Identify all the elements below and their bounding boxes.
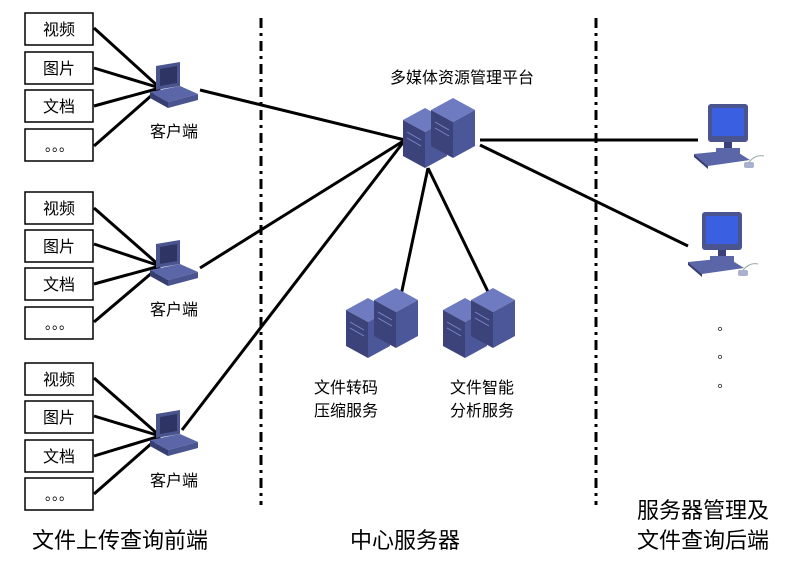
client-label-2: 客户端 bbox=[150, 300, 198, 319]
file-box-image-label: 图片 bbox=[43, 408, 75, 427]
file-box-more-label: 。。。 bbox=[45, 488, 73, 504]
transcode-label-line1: 文件转码 bbox=[314, 378, 378, 397]
file-box-more-label: 。。。 bbox=[45, 139, 73, 155]
file-box-more-label: 。。。 bbox=[45, 317, 73, 333]
transcode-label-line2: 压缩服务 bbox=[314, 401, 378, 420]
ellipsis-dot-3: 。 bbox=[717, 376, 730, 391]
section-left-label: 文件上传查询前端 bbox=[32, 529, 208, 554]
file-box-doc bbox=[24, 267, 94, 301]
file-group-2: 视频 图片 文档 。。。 bbox=[24, 191, 94, 340]
platform-label: 多媒体资源管理平台 bbox=[390, 68, 534, 87]
file-box-video-label: 视频 bbox=[43, 20, 75, 39]
section-right-label-1: 服务器管理及 bbox=[637, 499, 769, 524]
file-box-image bbox=[24, 400, 94, 434]
workstation-icon bbox=[693, 103, 765, 170]
workstation-icon bbox=[687, 211, 759, 278]
transcode-server-icon bbox=[346, 288, 418, 358]
section-center-label: 中心服务器 bbox=[350, 529, 460, 554]
connection-lines bbox=[92, 26, 698, 496]
client-pc-icon bbox=[150, 62, 198, 108]
file-box-video bbox=[24, 12, 94, 46]
file-box-more bbox=[24, 306, 94, 340]
analysis-server-icon bbox=[443, 288, 515, 358]
ellipsis-dot-1: 。 bbox=[717, 319, 730, 334]
client-label-3: 客户端 bbox=[150, 471, 198, 490]
file-box-more bbox=[24, 128, 94, 162]
file-box-image bbox=[24, 229, 94, 263]
section-right-label-2: 文件查询后端 bbox=[637, 529, 769, 554]
file-box-doc bbox=[24, 439, 94, 473]
file-box-doc-label: 文档 bbox=[43, 447, 75, 466]
file-box-video-label: 视频 bbox=[43, 199, 75, 218]
file-box-more bbox=[24, 477, 94, 511]
file-group-3: 视频 图片 文档 。。。 bbox=[24, 362, 94, 511]
file-group-1: 视频 图片 文档 。。。 bbox=[24, 12, 94, 162]
file-box-doc-label: 文档 bbox=[43, 275, 75, 294]
central-server-icon bbox=[403, 98, 475, 168]
client-label-1: 客户端 bbox=[150, 122, 198, 141]
file-box-doc bbox=[24, 89, 94, 123]
client-pc-icon bbox=[150, 240, 198, 286]
file-box-doc-label: 文档 bbox=[43, 97, 75, 116]
file-box-video-label: 视频 bbox=[43, 370, 75, 389]
file-box-image-label: 图片 bbox=[43, 237, 75, 256]
analysis-label-line2: 分析服务 bbox=[450, 401, 514, 420]
file-box-image-label: 图片 bbox=[43, 59, 75, 78]
analysis-label-line1: 文件智能 bbox=[450, 378, 514, 397]
file-box-video bbox=[24, 191, 94, 225]
file-box-video bbox=[24, 362, 94, 396]
ellipsis-dot-2: 。 bbox=[717, 347, 730, 362]
file-box-image bbox=[24, 51, 94, 85]
